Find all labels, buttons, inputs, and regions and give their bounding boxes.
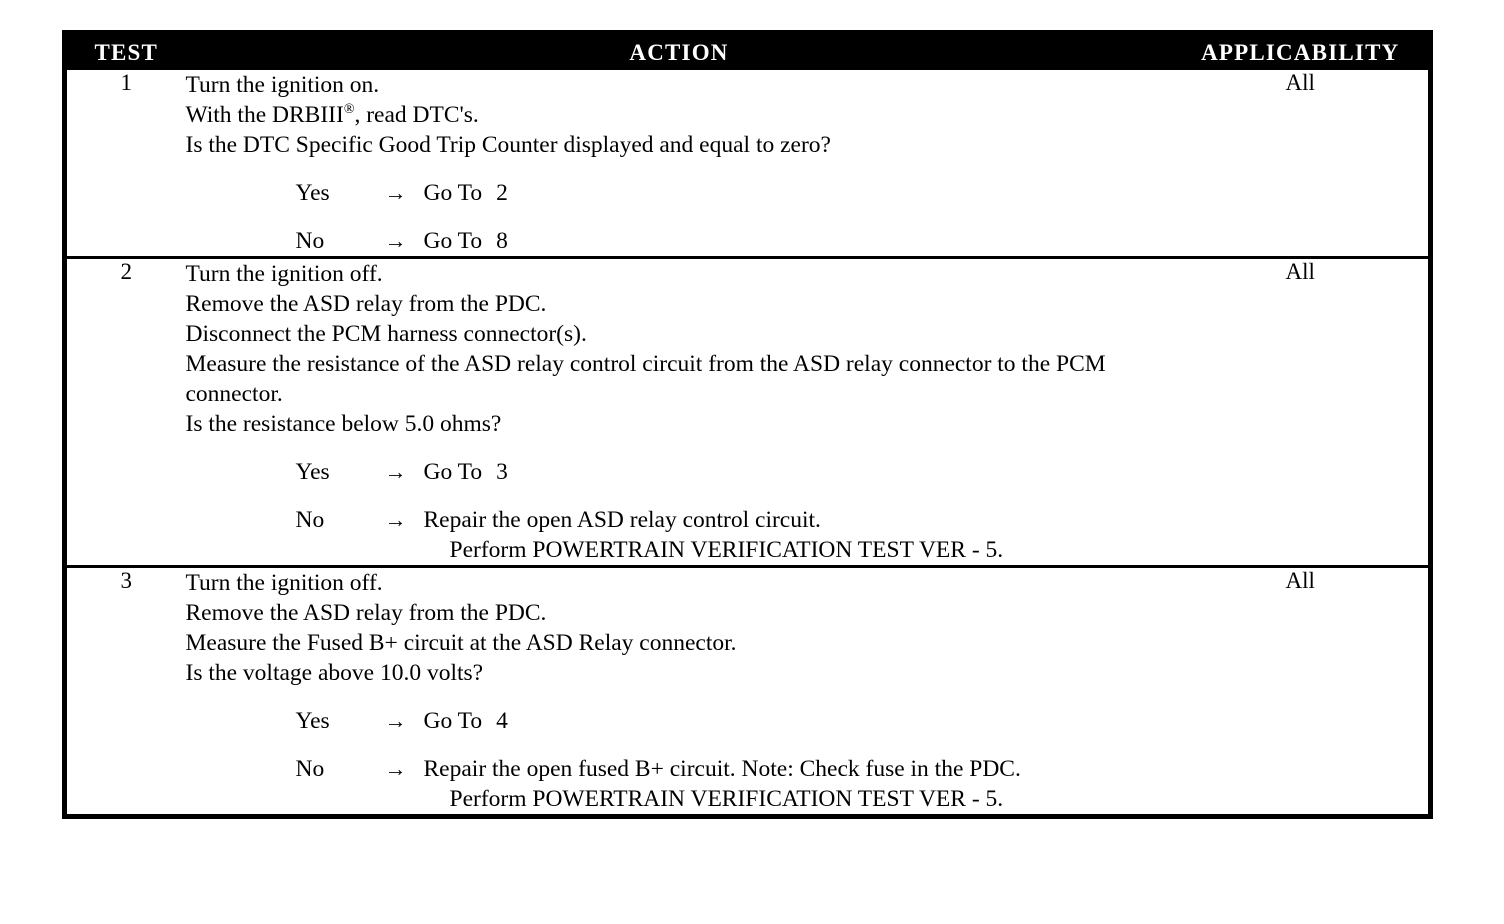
registered-trademark-icon: ®	[343, 102, 355, 118]
action-cell: Turn the ignition off. Remove the ASD re…	[185, 256, 1173, 567]
branch-result: Go To 2	[424, 178, 1173, 208]
table-header-row: TEST ACTION APPLICABILITY	[64, 32, 1431, 70]
action-step-line: Turn the ignition off.	[185, 261, 383, 287]
branch-result-line: Go To 8	[424, 226, 1173, 256]
branch-result-line: Go To 3	[424, 457, 1173, 487]
branch-result-line: Go To 4	[424, 706, 1173, 736]
branch-result: Repair the open fused B+ circuit. Note: …	[424, 754, 1173, 814]
branch-label: No	[295, 756, 325, 782]
branch-result-line: Perform POWERTRAIN VERIFICATION TEST VER…	[449, 786, 1004, 812]
goto-target: 8	[496, 228, 508, 254]
diagnostic-procedure-table: TEST ACTION APPLICABILITY 1 Turn the ign…	[62, 30, 1433, 819]
branch-result: Go To 3	[424, 457, 1173, 487]
branch-result-line: Repair the open fused B+ circuit. Note: …	[423, 756, 1021, 782]
branch-result: Repair the open ASD relay control circui…	[424, 505, 1173, 565]
branch-list: Yes → Go To 3 No → Repair the open ASD re…	[186, 457, 1173, 565]
arrow-right-icon: →	[384, 708, 407, 733]
action-step-line: Measure the resistance of the ASD relay …	[185, 351, 1106, 407]
branch-label: Yes	[295, 459, 330, 485]
branch-no: No → Repair the open fused B+ circuit. N…	[186, 754, 1173, 814]
action-step-line: Is the voltage above 10.0 volts?	[185, 660, 484, 686]
branch-label: Yes	[295, 180, 330, 206]
applicability-cell: All	[1172, 565, 1431, 817]
step-text: With the DRBIII	[185, 102, 344, 128]
action-step-line: Remove the ASD relay from the PDC.	[185, 600, 547, 626]
column-header-test: TEST	[64, 32, 186, 70]
branch-result-line: Go To 2	[424, 178, 1173, 208]
goto-target: 3	[496, 459, 508, 485]
goto-label: Go To	[423, 180, 483, 206]
step-text-suffix: , read DTC's.	[354, 102, 479, 128]
action-cell: Turn the ignition off. Remove the ASD re…	[185, 565, 1173, 817]
branch-result-line: Repair the open ASD relay control circui…	[423, 507, 821, 533]
goto-target: 2	[496, 180, 508, 206]
table-row: 1 Turn the ignition on. With the DRBIII®…	[65, 70, 1431, 258]
column-header-applicability: APPLICABILITY	[1172, 32, 1431, 70]
branch-label: No	[295, 228, 325, 254]
arrow-right-icon: →	[384, 507, 407, 532]
action-cell: Turn the ignition on. With the DRBIII®, …	[186, 70, 1173, 258]
action-step-line: Disconnect the PCM harness connector(s).	[185, 321, 587, 347]
branch-yes: Yes → Go To 3	[186, 457, 1173, 487]
goto-label: Go To	[423, 228, 483, 254]
branch-list: Yes → Go To 4 No → Repair the open fused …	[186, 706, 1173, 814]
branch-result: Go To 8	[424, 226, 1173, 256]
branch-list: Yes → Go To 2 No → Go To 8	[186, 178, 1173, 256]
applicability-cell: All	[1285, 70, 1315, 95]
action-step-line: Is the resistance below 5.0 ohms?	[185, 411, 502, 437]
goto-label: Go To	[423, 708, 483, 734]
arrow-right-icon: →	[384, 459, 407, 484]
action-step-line: With the DRBIII®, read DTC's.	[186, 100, 1173, 130]
action-step-line: Turn the ignition on.	[185, 72, 380, 98]
goto-target: 4	[496, 708, 508, 734]
branch-result-line: Perform POWERTRAIN VERIFICATION TEST VER…	[449, 537, 1004, 563]
arrow-right-icon: →	[384, 228, 407, 253]
test-number-cell: 1	[120, 70, 133, 95]
action-step-line: Is the DTC Specific Good Trip Counter di…	[185, 132, 831, 158]
branch-label: No	[295, 507, 325, 533]
test-number-cell: 3	[64, 565, 186, 817]
arrow-right-icon: →	[384, 180, 407, 205]
table-row: 2 Turn the ignition off. Remove the ASD …	[64, 256, 1431, 567]
action-step-line: Turn the ignition off.	[185, 570, 383, 596]
branch-no: No → Repair the open ASD relay control c…	[186, 505, 1173, 565]
branch-no: No → Go To 8	[186, 226, 1173, 256]
branch-result: Go To 4	[424, 706, 1173, 736]
branch-yes: Yes → Go To 2	[186, 178, 1173, 208]
column-header-action: ACTION	[185, 32, 1173, 70]
action-step-line: Measure the Fused B+ circuit at the ASD …	[185, 630, 737, 656]
goto-label: Go To	[423, 459, 483, 485]
arrow-right-icon: →	[384, 756, 407, 781]
test-number-cell: 2	[64, 256, 186, 567]
table-row: 3 Turn the ignition off. Remove the ASD …	[64, 565, 1431, 817]
branch-label: Yes	[295, 708, 330, 734]
applicability-cell: All	[1172, 256, 1431, 567]
branch-yes: Yes → Go To 4	[186, 706, 1173, 736]
action-step-line: Remove the ASD relay from the PDC.	[185, 291, 547, 317]
